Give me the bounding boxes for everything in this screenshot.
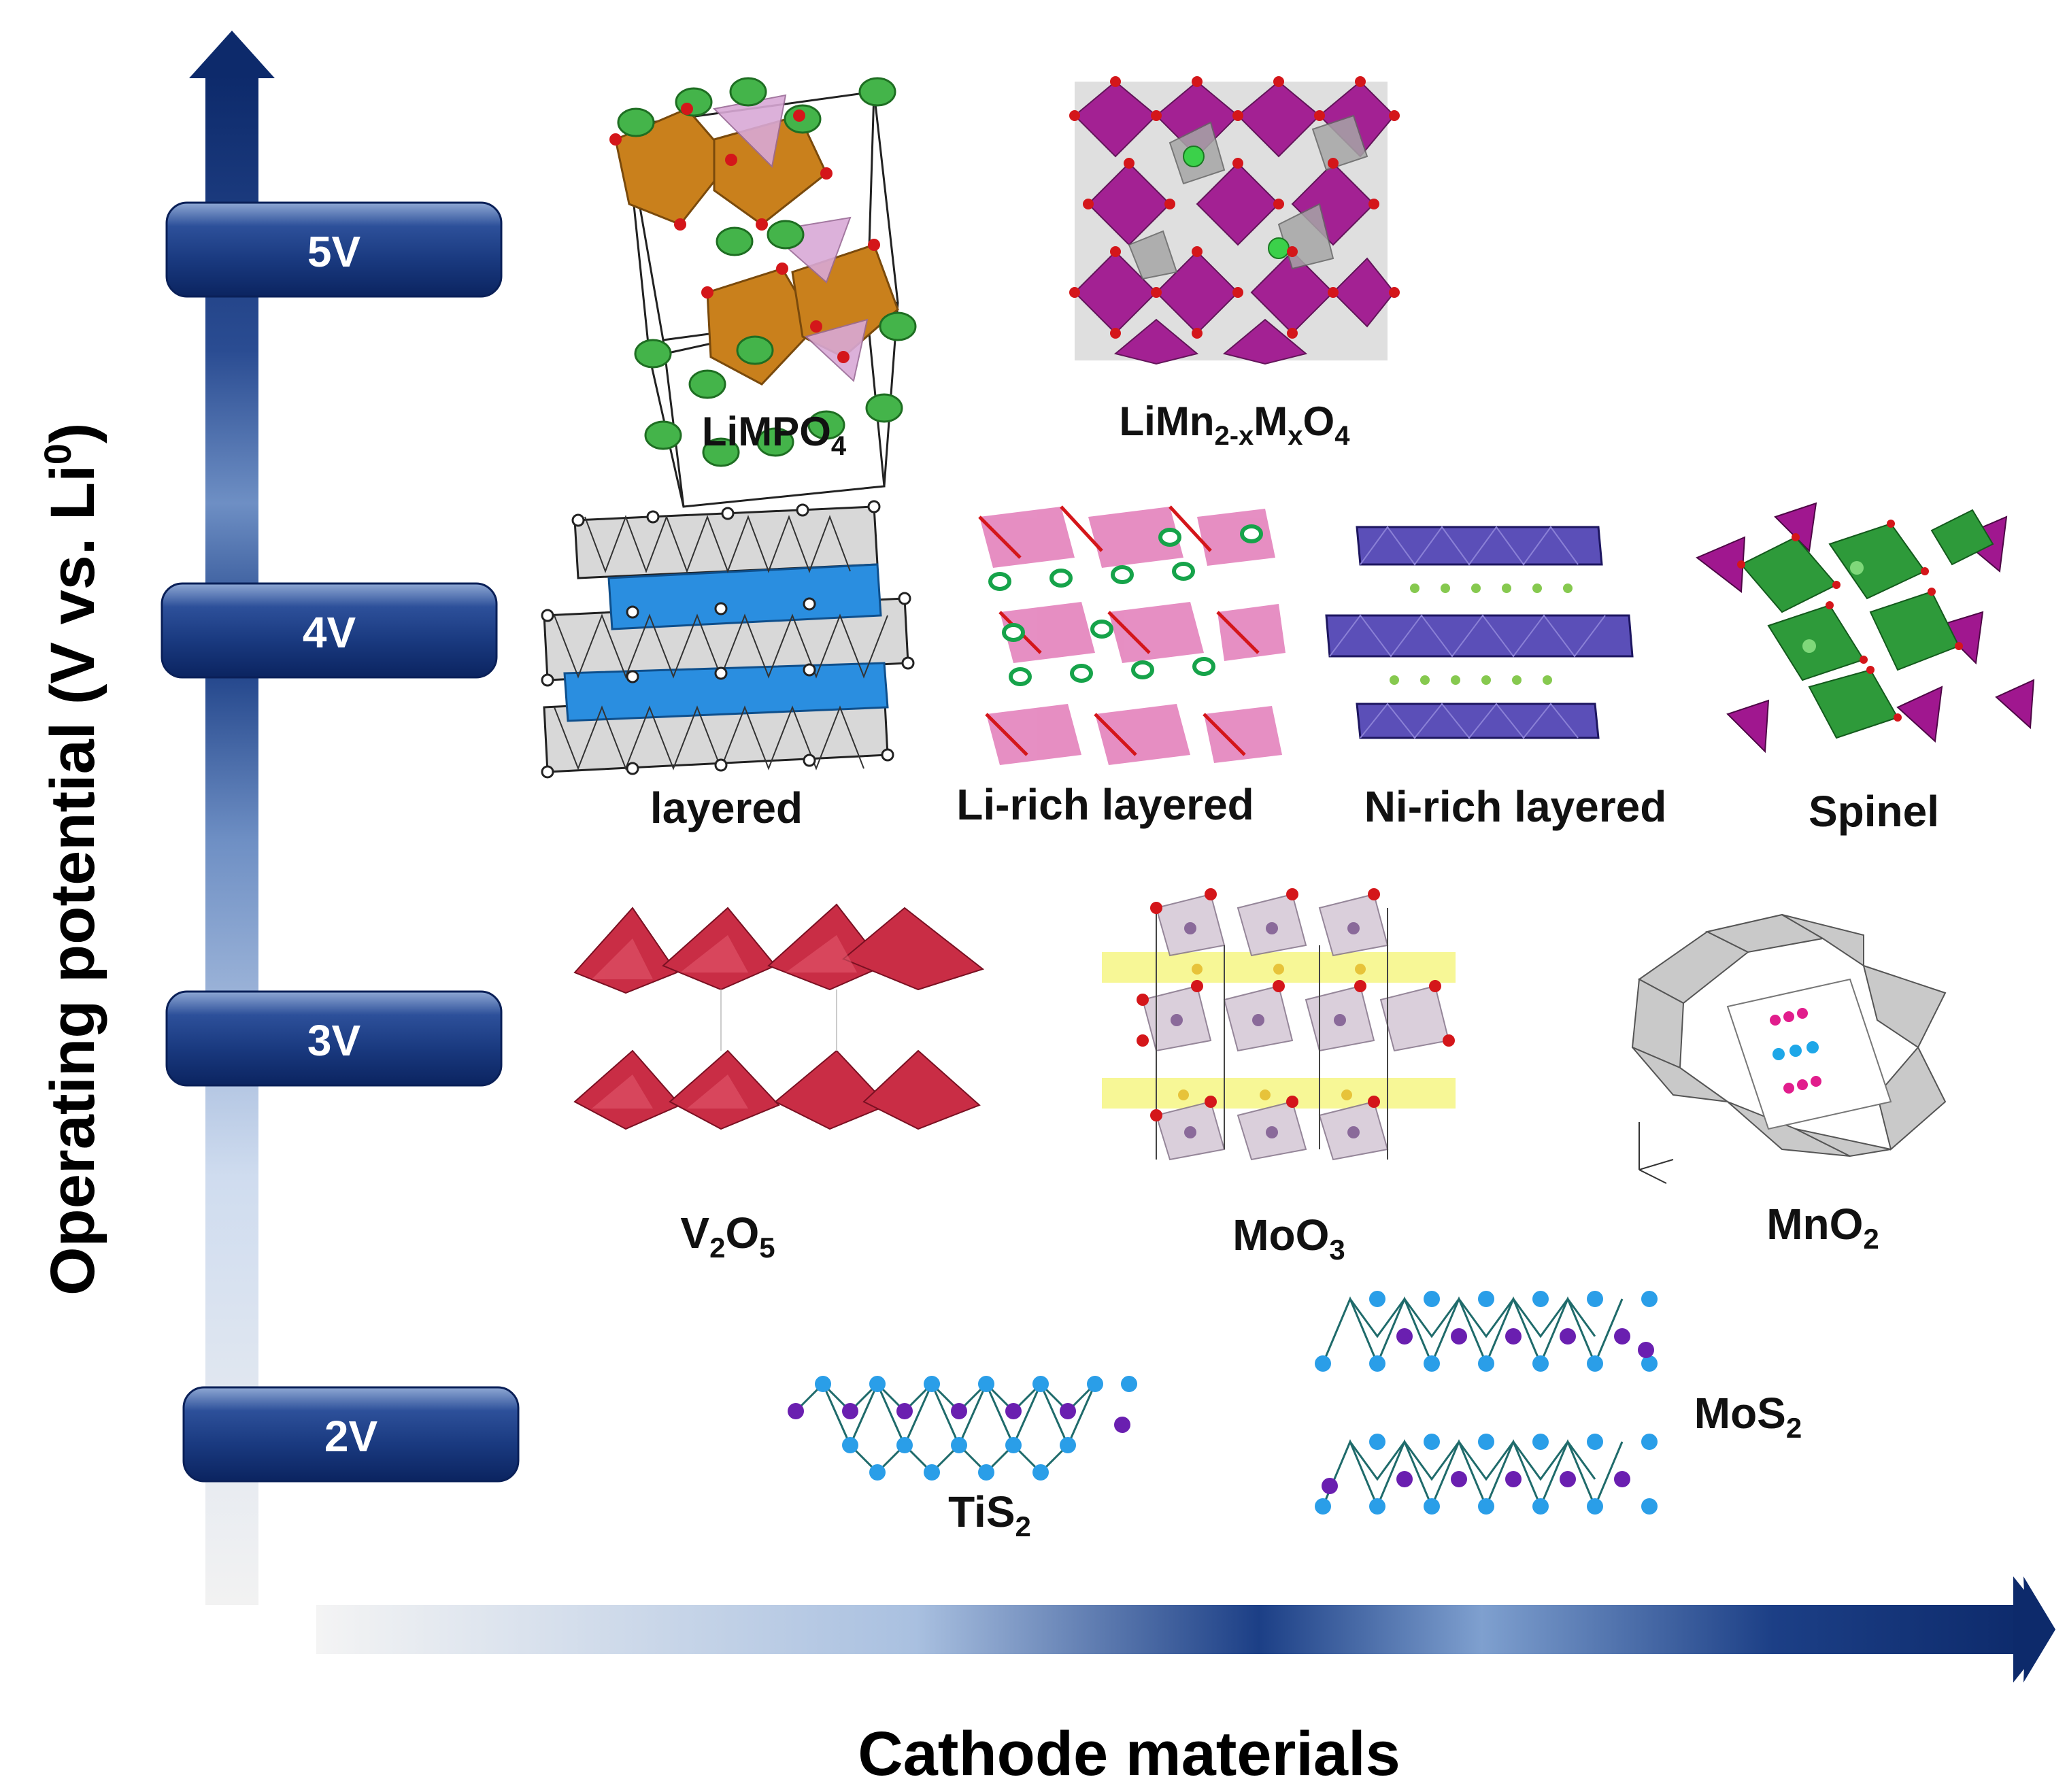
structure-limn2o4 bbox=[1069, 76, 1400, 365]
x-axis-title: Cathode materials bbox=[858, 1719, 1400, 1789]
structure-spinel bbox=[1696, 502, 2035, 754]
y-axis-arrow bbox=[189, 31, 275, 1605]
label-li-rich-layered: Li-rich layered bbox=[956, 780, 1254, 829]
x-axis-arrow bbox=[316, 1576, 2055, 1683]
label-spinel: Spinel bbox=[1809, 787, 1939, 836]
y-axis-title: Operating potential (V vs. Li0) bbox=[36, 423, 107, 1296]
level-label-3v: 3V bbox=[307, 1016, 361, 1065]
level-pill-4v: 4V bbox=[161, 582, 498, 679]
structure-layered bbox=[541, 500, 915, 779]
structure-li-rich-layered bbox=[978, 505, 1285, 765]
level-pill-3v: 3V bbox=[165, 990, 503, 1087]
label-layered: layered bbox=[650, 783, 803, 832]
structure-limpo4 bbox=[609, 77, 917, 508]
level-pill-5v: 5V bbox=[165, 201, 503, 298]
label-tis2: TiS2 bbox=[948, 1487, 1031, 1542]
structure-tis2 bbox=[788, 1376, 1137, 1481]
level-label-2v: 2V bbox=[324, 1412, 378, 1461]
label-moo3: MoO3 bbox=[1232, 1211, 1345, 1266]
structure-v2o5 bbox=[573, 903, 985, 1130]
structure-mos2 bbox=[1315, 1291, 1658, 1515]
label-ni-rich-layered: Ni-rich layered bbox=[1364, 782, 1667, 831]
level-label-5v: 5V bbox=[307, 227, 361, 276]
label-mno2: MnO2 bbox=[1766, 1200, 1879, 1255]
label-v2o5: V2O5 bbox=[680, 1208, 775, 1264]
structure-ni-rich-layered bbox=[1325, 526, 1634, 739]
label-limn2-xmxo4: LiMn2-xMxO4 bbox=[1120, 399, 1351, 451]
label-limpo4: LiMPO4 bbox=[702, 409, 847, 461]
structure-moo3 bbox=[1102, 888, 1456, 1161]
level-label-4v: 4V bbox=[303, 608, 356, 657]
label-mos2: MoS2 bbox=[1694, 1389, 1802, 1444]
level-pill-2v: 2V bbox=[182, 1386, 520, 1483]
structure-mno2 bbox=[1631, 913, 1947, 1184]
